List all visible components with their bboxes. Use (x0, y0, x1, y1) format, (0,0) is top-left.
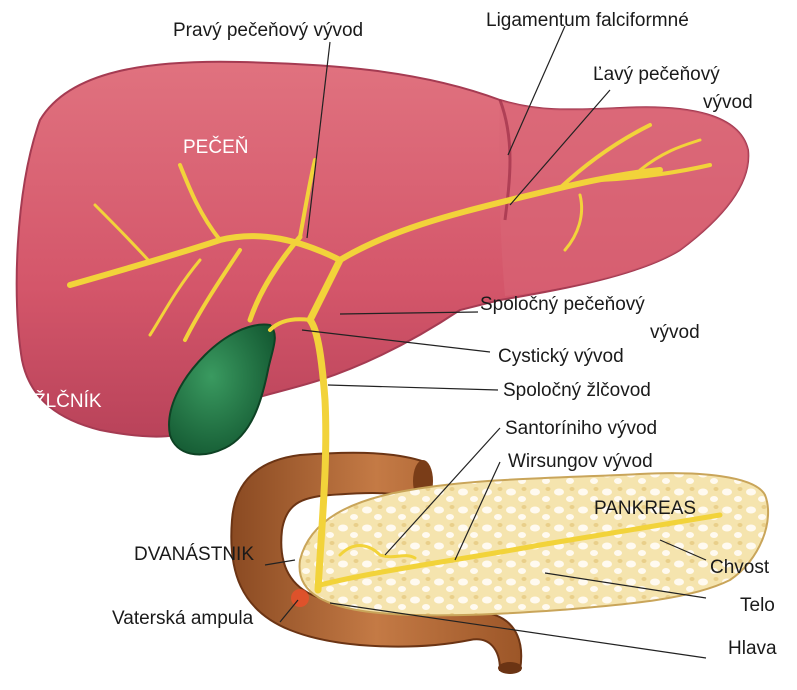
tail-label: Chvost (710, 557, 770, 578)
vater-ampulla-label: Vaterská ampula (112, 608, 254, 629)
left-hepatic-duct-label-2: vývod (703, 92, 753, 113)
common-hepatic-duct-label-2: vývod (650, 322, 700, 343)
pancreas-label: PANKREAS (594, 498, 696, 519)
wirsung-duct-label: Wirsungov vývod (508, 451, 653, 472)
common-bile-duct-label: Spoločný žlčovod (503, 380, 651, 401)
right-hepatic-duct-label: Pravý pečeňový vývod (173, 20, 363, 41)
santorini-duct-label: Santoríniho vývod (505, 418, 657, 439)
liver-left-lobe (499, 100, 748, 296)
duodenum-label: DVANÁSTNIK (134, 544, 254, 565)
common-hepatic-duct-label-1: Spoločný pečeňový (480, 294, 645, 315)
cystic-duct-label: Cystický vývod (498, 346, 624, 367)
gallbladder-label: ŽLČNÍK (34, 390, 102, 412)
vater-ampulla-spot (291, 589, 309, 607)
liver-label: PEČEŇ (183, 136, 248, 158)
body-label: Telo (740, 595, 775, 616)
left-hepatic-duct-label-1: Ľavý pečeňový (593, 64, 720, 85)
falciform-ligament-label: Ligamentum falciformné (486, 10, 689, 31)
duodenum-outlet (498, 662, 522, 674)
head-label: Hlava (728, 638, 777, 659)
